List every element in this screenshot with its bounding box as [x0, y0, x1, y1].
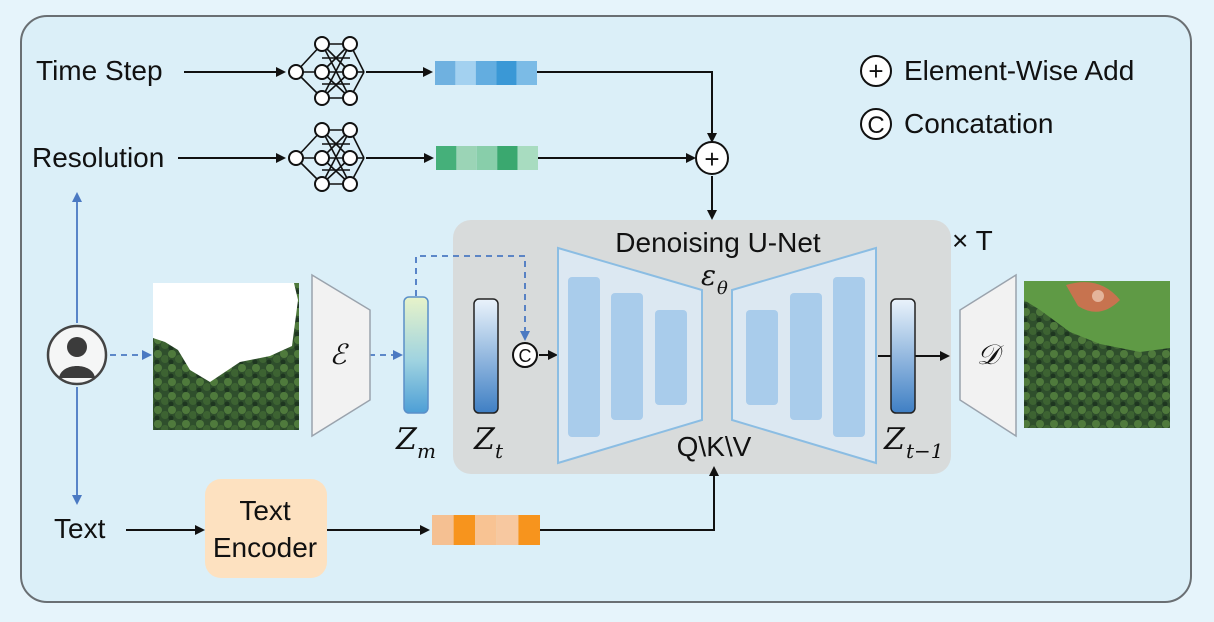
- unet-title: Denoising U-Net: [615, 227, 821, 258]
- user-avatar: [46, 324, 108, 386]
- unet-eps: ε: [701, 259, 716, 292]
- embedding-cell: [475, 515, 497, 545]
- latent-zt: [473, 298, 499, 414]
- embedding-cell: [517, 146, 538, 170]
- masked-input-image: [153, 283, 299, 430]
- embedding-cell: [453, 515, 476, 545]
- legend-concat: C Concatation: [860, 108, 1053, 140]
- mlp-time-icon: [288, 36, 365, 106]
- embedding-cell: [456, 146, 477, 170]
- user-arrows: [72, 192, 530, 505]
- embedding-cell: [455, 61, 476, 85]
- unet-layer: [568, 277, 600, 437]
- time-embedding: [435, 61, 537, 85]
- attention-label: Q\K\V: [677, 431, 752, 462]
- add-node-icon: [695, 141, 729, 175]
- concat-node-symbol: C: [519, 346, 532, 366]
- zt-sub: t: [495, 439, 504, 463]
- concat-legend-symbol: C: [867, 112, 884, 139]
- encoder-block: [311, 273, 371, 438]
- embedding-cell: [496, 61, 517, 85]
- concat-legend-label: Concatation: [904, 108, 1053, 139]
- embedding-cell: [475, 61, 497, 85]
- embedding-cell: [497, 146, 518, 170]
- zt1-sub: t−1: [906, 439, 944, 463]
- decoder-block: [959, 273, 1017, 438]
- unet-layer: [790, 293, 822, 420]
- time-step-label: Time Step: [36, 55, 163, 86]
- text-encoder-block: [205, 479, 327, 578]
- latent-zt-1: [890, 298, 916, 414]
- add-legend-label: Element-Wise Add: [904, 55, 1134, 86]
- zt-main: Z: [473, 422, 496, 457]
- embedding-cell: [518, 515, 540, 545]
- embedding-cell: [496, 515, 519, 545]
- legend-add: + Element-Wise Add: [860, 55, 1134, 87]
- embedding-cell: [435, 61, 456, 85]
- embedding-cell: [516, 61, 537, 85]
- encoder-symbol: ℰ: [330, 338, 350, 371]
- unet-layer: [611, 293, 643, 420]
- add-legend-symbol: +: [868, 56, 883, 86]
- output-image: [1024, 281, 1170, 428]
- embedding-cell: [432, 515, 454, 545]
- zm-sub: m: [417, 439, 436, 463]
- text-encoder-line1: Text: [239, 495, 291, 526]
- text-label: Text: [54, 513, 106, 544]
- unet-eps-sub: θ: [717, 278, 728, 299]
- unet-layer: [655, 310, 687, 405]
- latent-zm: [403, 296, 429, 414]
- resolution-label: Resolution: [32, 142, 164, 173]
- add-node-symbol: +: [704, 144, 719, 174]
- embedding-cell: [476, 146, 498, 170]
- resolution-embedding: [436, 146, 538, 170]
- embedding-cell: [436, 146, 457, 170]
- connections: [126, 67, 950, 535]
- repeat-label: × T: [952, 225, 993, 256]
- zt1-main: Z: [883, 422, 906, 457]
- zm-main: Z: [395, 422, 418, 457]
- unet-layer: [833, 277, 865, 437]
- unet-layers: [568, 277, 865, 437]
- concat-legend-icon: [860, 108, 892, 140]
- concat-node-icon: [512, 342, 538, 368]
- unet-layer: [746, 310, 778, 405]
- text-encoder-line2: Encoder: [213, 532, 317, 563]
- text-embedding: [432, 515, 540, 545]
- add-legend-icon: [860, 55, 892, 87]
- mlp-resolution-icon: [288, 122, 365, 192]
